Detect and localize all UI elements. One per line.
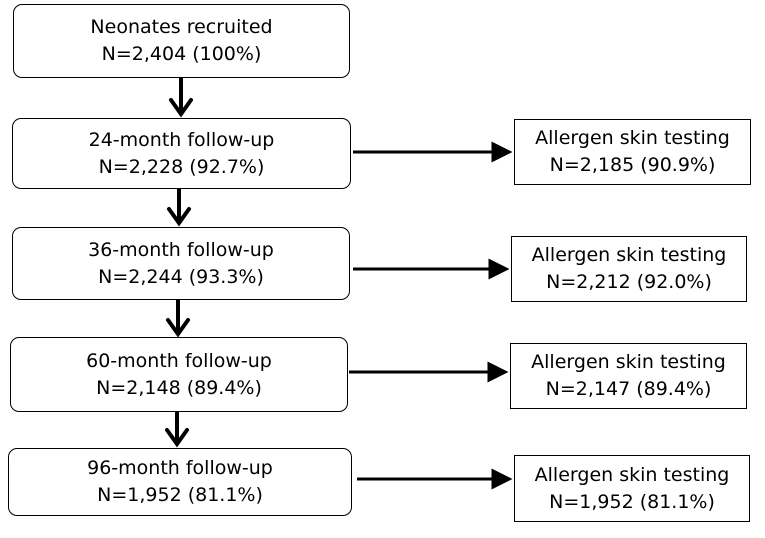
stage-title: 60-month follow-up: [86, 349, 272, 372]
skin-test-box-24-month: Allergen skin testing N=2,185 (90.9%): [514, 119, 751, 185]
stage-count: N=2,148 (89.4%): [96, 376, 262, 399]
stage-count: N=2,244 (93.3%): [98, 265, 264, 288]
stage-count: N=2,404 (100%): [101, 43, 262, 65]
skin-test-count: N=2,147 (89.4%): [545, 378, 712, 400]
arrowhead-60m-to-96m: [165, 428, 189, 448]
stage-box-96-month: 96-month follow-up N=1,952 (81.1%): [8, 448, 352, 516]
skin-test-count: N=2,212 (92.0%): [546, 271, 712, 293]
stage-title: 36-month follow-up: [88, 238, 274, 261]
stage-count: N=2,228 (92.7%): [98, 155, 265, 178]
arrowhead-recruited-to-24m: [169, 98, 193, 118]
stage-box-recruited: Neonates recruited N=2,404 (100%): [13, 4, 350, 78]
stage-count: N=1,952 (81.1%): [97, 484, 263, 506]
skin-test-count: N=2,185 (90.9%): [549, 154, 716, 176]
skin-test-box-36-month: Allergen skin testing N=2,212 (92.0%): [511, 236, 747, 302]
skin-test-box-96-month: Allergen skin testing N=1,952 (81.1%): [514, 455, 750, 522]
skin-test-title: Allergen skin testing: [535, 127, 730, 149]
skin-test-count: N=1,952 (81.1%): [549, 490, 715, 513]
stage-box-60-month: 60-month follow-up N=2,148 (89.4%): [10, 337, 348, 412]
stage-title: Neonates recruited: [90, 16, 273, 38]
skin-test-title: Allergen skin testing: [531, 351, 726, 373]
stage-title: 24-month follow-up: [88, 128, 275, 151]
arrowhead-24m-to-36m: [167, 207, 191, 227]
stage-box-24-month: 24-month follow-up N=2,228 (92.7%): [12, 118, 351, 189]
stage-title: 96-month follow-up: [87, 457, 273, 479]
stage-box-36-month: 36-month follow-up N=2,244 (93.3%): [12, 227, 350, 300]
skin-test-box-60-month: Allergen skin testing N=2,147 (89.4%): [510, 343, 747, 409]
skin-test-title: Allergen skin testing: [534, 463, 730, 486]
skin-test-title: Allergen skin testing: [531, 244, 727, 266]
arrowhead-36m-to-60m: [166, 318, 190, 338]
